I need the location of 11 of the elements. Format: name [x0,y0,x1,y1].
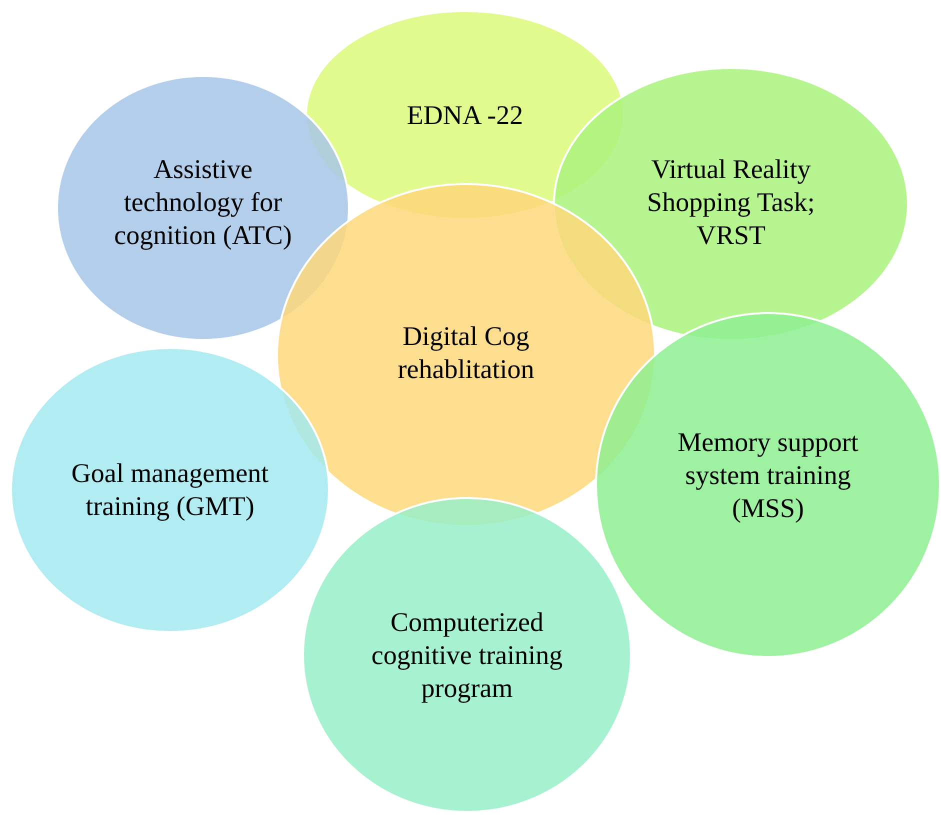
node-label: Virtual Reality Shopping Task; VRST [646,152,816,252]
node-label: EDNA -22 [406,98,524,132]
node-label: Assistive technology for cognition (ATC) [113,152,293,252]
ellipse-node [595,312,941,658]
node-label: Digital Cog rehablitation [396,320,536,386]
node-label: Computerized cognitive training program [370,606,564,704]
ellipse-node [56,75,350,341]
node-label: Memory support system training (MSS) [676,426,860,524]
ellipse-node [302,497,632,813]
ellipse-node [10,347,330,633]
node-label: Goal management training (GMT) [70,457,270,523]
